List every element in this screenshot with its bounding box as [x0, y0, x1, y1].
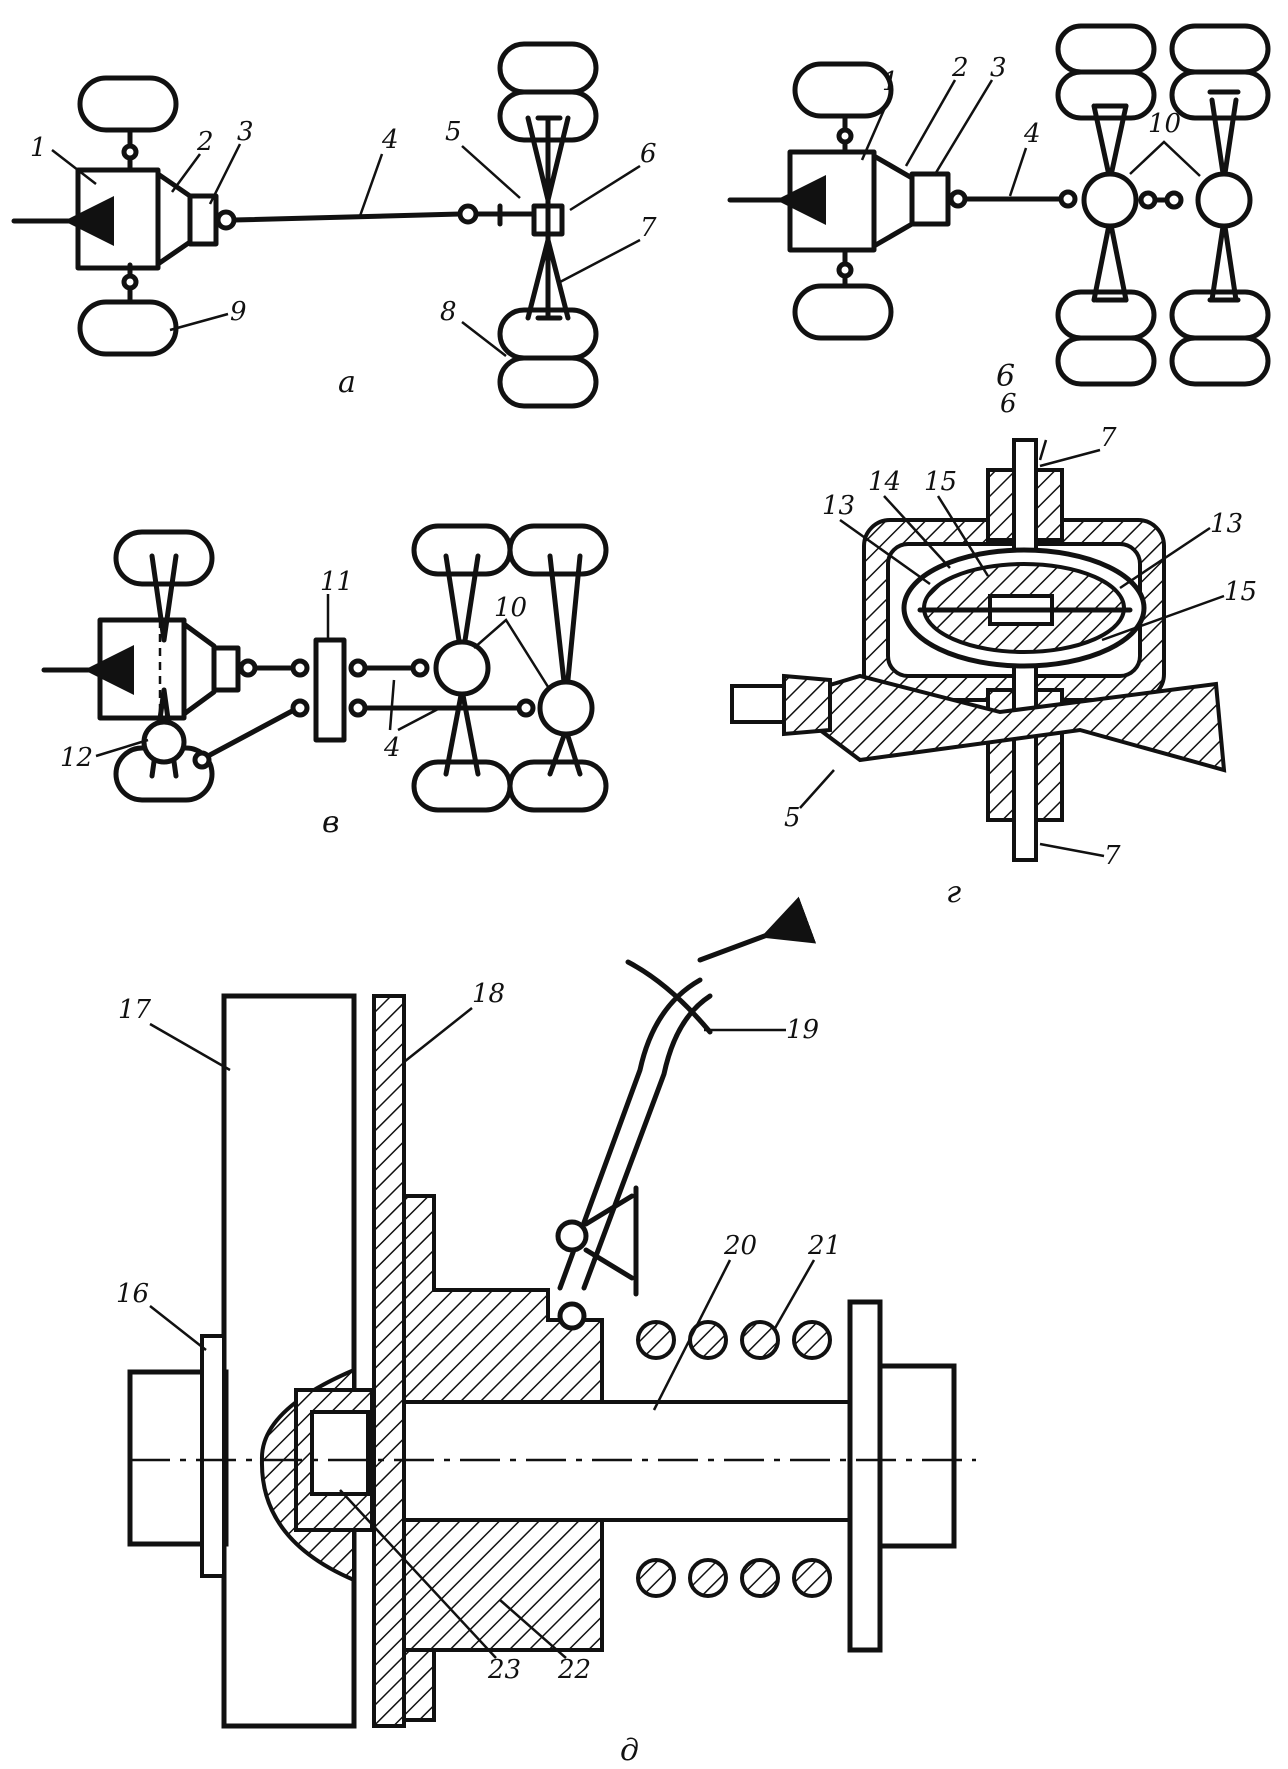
label-b-4: 4: [1023, 119, 1041, 149]
label-a-6: 6: [640, 139, 657, 169]
label-a-2: 2: [196, 127, 214, 157]
label-g-13-left: 13: [822, 491, 855, 521]
label-g-7-bottom: 7: [1104, 841, 1121, 871]
spring-coils-bottom: [636, 1558, 832, 1598]
label-a-7: 7: [640, 213, 657, 243]
label-a-3: 3: [237, 117, 254, 147]
panel-v-labels: 11 10 12 4 в: [60, 567, 552, 840]
caption-g: г: [946, 875, 961, 910]
label-b-3: 3: [990, 53, 1007, 83]
panel-g-differential: [730, 438, 1227, 862]
panel-b-labels: 1 2 3 4 10 6: [860, 53, 1201, 394]
label-g-15-top: 15: [924, 467, 957, 497]
panel-b-layout: [727, 23, 1271, 387]
label-g-13-right: 13: [1210, 509, 1243, 539]
caption-b: 6: [996, 359, 1015, 394]
label-a-1: 1: [30, 133, 47, 163]
label-g-5: 5: [784, 803, 801, 833]
caption-d: д: [620, 1733, 639, 1768]
label-d-17: 17: [118, 995, 152, 1025]
label-g-7-top: 7: [1100, 423, 1117, 453]
label-a-8: 8: [440, 297, 457, 327]
label-v-11: 11: [320, 567, 353, 597]
label-d-22: 22: [557, 1655, 591, 1685]
label-a-9: 9: [230, 297, 247, 327]
panel-a-labels: 1 2 3 4 5 6 7 8 9 а: [30, 117, 657, 400]
label-d-23: 23: [487, 1655, 521, 1685]
label-g-15-right: 15: [1224, 577, 1257, 607]
label-b-2: 2: [951, 53, 969, 83]
panel-d-labels: 17 18 19 20 21 16 23 22 д: [116, 979, 841, 1768]
panel-d-clutch: [127, 896, 976, 1729]
label-d-19: 19: [786, 1015, 819, 1045]
label-g-6: 6: [1000, 389, 1017, 419]
label-v-12: 12: [60, 743, 93, 773]
label-b-1: 1: [882, 67, 899, 97]
panel-g-labels: 6 7 13 14 15 13 15 5 7 г: [784, 389, 1257, 910]
label-v-4: 4: [383, 733, 401, 763]
label-d-16: 16: [116, 1279, 149, 1309]
caption-a: а: [338, 365, 356, 400]
label-v-10: 10: [494, 593, 527, 623]
panel-a-layout: [11, 41, 599, 409]
label-g-14: 14: [868, 467, 901, 497]
panel-v-layout: [41, 523, 609, 813]
label-d-21: 21: [807, 1231, 841, 1261]
caption-v: в: [322, 805, 339, 840]
label-a-5: 5: [445, 117, 462, 147]
label-a-4: 4: [381, 125, 399, 155]
label-b-10: 10: [1148, 109, 1181, 139]
spring-coils-top: [636, 1320, 832, 1360]
label-d-20: 20: [723, 1231, 757, 1261]
label-d-18: 18: [472, 979, 505, 1009]
